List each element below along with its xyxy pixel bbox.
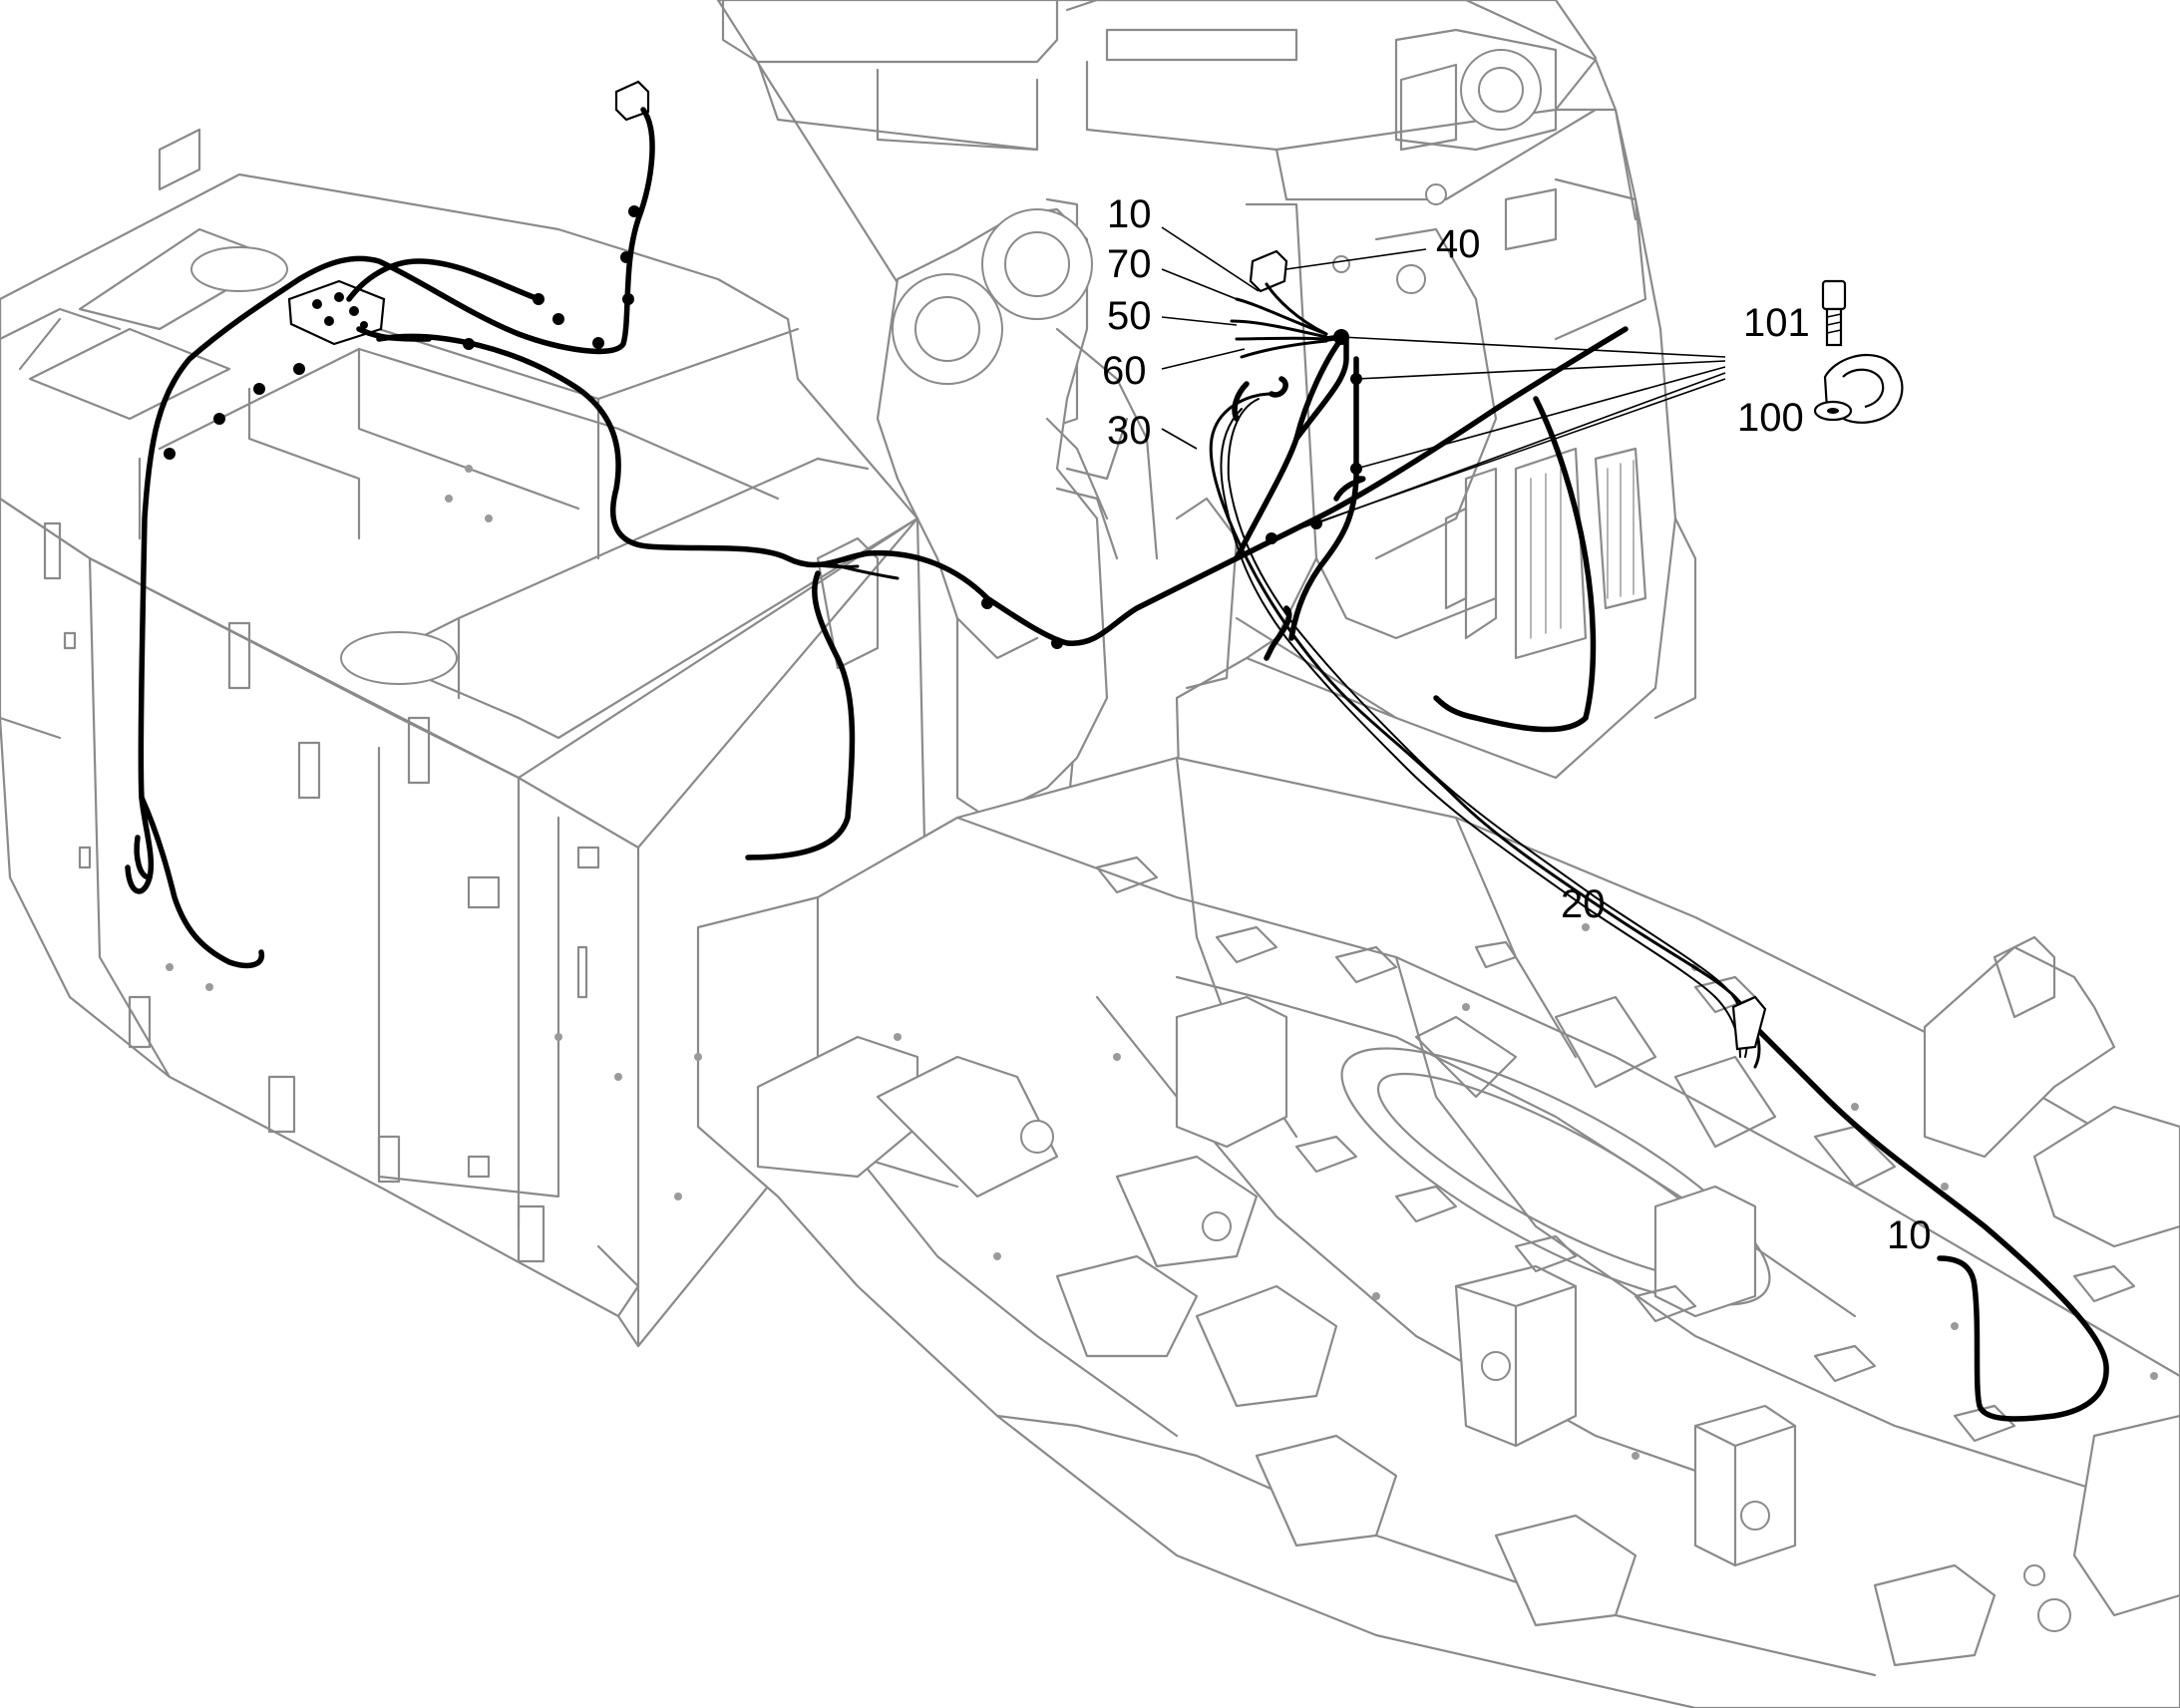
frame-connector <box>1731 995 1767 1051</box>
callout-60: 60 <box>1102 349 1147 393</box>
callout-10-bottom: 10 <box>1887 1213 1932 1257</box>
rear-body <box>0 128 929 1348</box>
wiring-harness <box>125 80 2109 1422</box>
clamp-100 <box>1813 354 1904 424</box>
callout-101: 101 <box>1743 301 1810 345</box>
callout-70: 70 <box>1107 242 1152 286</box>
chassis-frame <box>674 756 2180 1708</box>
callout-20: 20 <box>1561 882 1606 926</box>
callout-50: 50 <box>1107 294 1152 338</box>
clamp-and-bolt-parts <box>1813 279 1904 424</box>
top-connector <box>614 80 650 122</box>
callout-40: 40 <box>1436 222 1481 266</box>
leader-lines <box>1161 226 1726 539</box>
callout-10-top: 10 <box>1107 192 1152 236</box>
connector-40 <box>1249 249 1288 293</box>
bolt-101 <box>1821 279 1847 347</box>
callout-30: 30 <box>1107 409 1152 453</box>
callout-labels: 10 70 50 60 30 40 101 100 20 10 <box>1102 192 1932 1257</box>
lift-arm <box>876 207 1159 820</box>
callout-100: 100 <box>1737 396 1804 440</box>
